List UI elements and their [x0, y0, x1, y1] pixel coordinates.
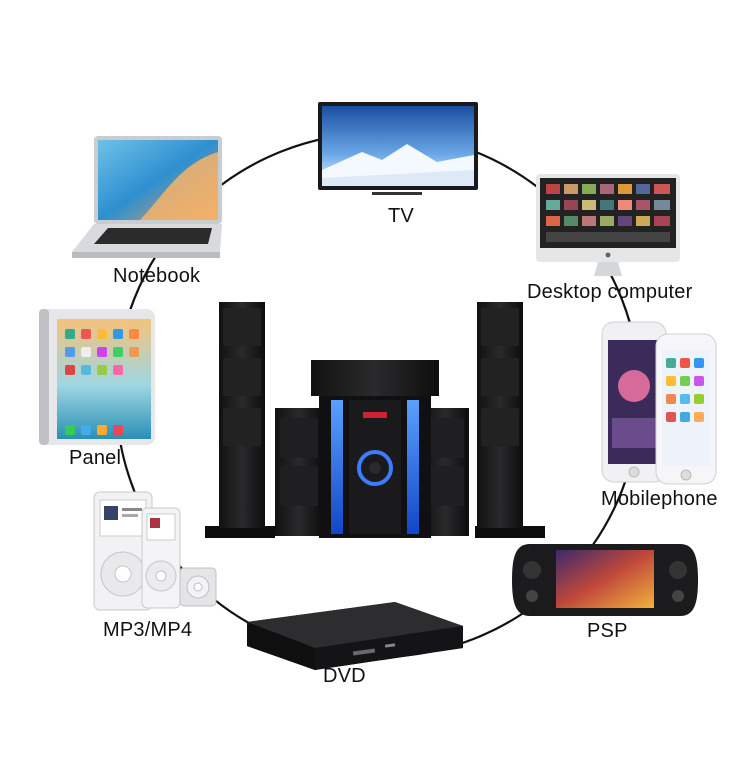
desktop-label: Desktop computer — [527, 281, 693, 303]
panel-image — [39, 309, 155, 445]
tv-label: TV — [388, 205, 414, 227]
home-theater-speaker-system-image — [205, 302, 545, 538]
notebook-image — [72, 136, 222, 258]
mobilephone-label: Mobilephone — [601, 488, 718, 510]
notebook-label: Notebook — [113, 265, 201, 287]
panel-label: Panel — [69, 447, 122, 469]
psp-image — [512, 544, 698, 616]
dvd-label: DVD — [323, 665, 366, 687]
dvd-player-image — [247, 602, 463, 670]
mp3-mp4-label: MP3/MP4 — [103, 619, 193, 641]
mobilephone-image — [601, 321, 717, 485]
psp-label: PSP — [587, 620, 628, 642]
desktop-image — [536, 174, 680, 276]
mp3-mp4-image — [93, 491, 217, 611]
tv-image — [318, 102, 478, 195]
